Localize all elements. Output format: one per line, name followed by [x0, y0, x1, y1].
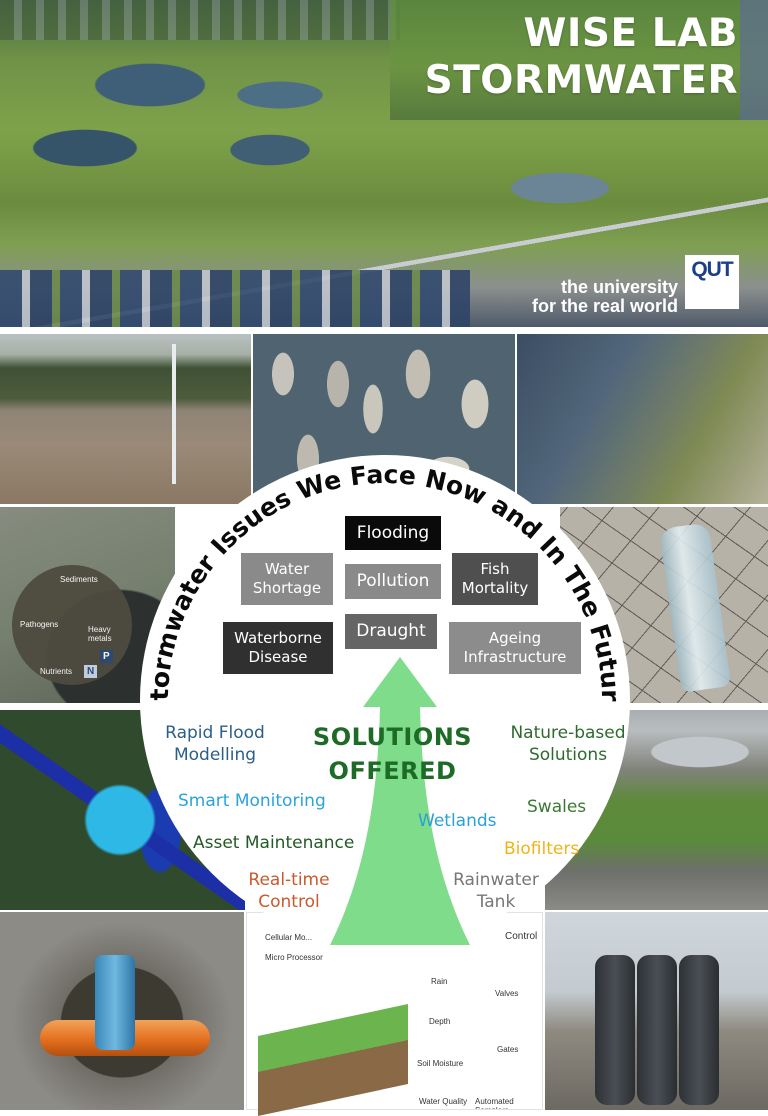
rainwater-tank	[637, 955, 677, 1105]
issue-flooding: Flooding	[345, 516, 441, 550]
rainwater-tank	[679, 955, 719, 1105]
diag-label-soil-moisture: Soil Moisture	[417, 1059, 464, 1068]
upward-arrow-icon	[330, 657, 470, 945]
diag-label-valves: Valves	[495, 989, 519, 998]
solution-real-time-control: Real-time Control	[240, 869, 338, 913]
solution-line2: Modelling	[173, 745, 257, 765]
treeline-strip	[0, 0, 400, 40]
solution-line2: Tank	[476, 892, 516, 912]
blue-valve-actuator	[95, 955, 135, 1050]
diag-label-gates: Gates	[497, 1045, 519, 1054]
solution-nature-based: Nature-based Solutions	[503, 722, 633, 766]
solutions-title-line2: OFFERED	[328, 757, 457, 785]
issue-pollution: Pollution	[345, 564, 441, 599]
solution-line1: Rapid Flood	[165, 723, 265, 743]
pollutants-inset-circle: Sediments Pathogens Heavy metals Nutrien…	[12, 565, 132, 685]
tagline-line2: for the real world	[531, 296, 678, 316]
solution-rapid-flood-modelling: Rapid Flood Modelling	[150, 722, 280, 766]
solution-line1: Nature-based	[510, 723, 626, 743]
issue-label-line1: Waterborne	[234, 629, 322, 647]
solution-line2: Solutions	[528, 745, 608, 765]
field-overlay	[390, 0, 768, 120]
solution-swales: Swales	[527, 797, 587, 817]
label-heavy-metals: Heavy metals	[88, 625, 112, 643]
diag-label-automated-samplers: Automated Samplers	[475, 1097, 514, 1109]
suburb-houses-strip	[0, 270, 470, 327]
solution-line1: Rainwater	[453, 870, 539, 890]
solutions-title-line1: SOLUTIONS	[312, 723, 473, 751]
issue-draught: Draught	[345, 614, 437, 649]
label-sediments: Sediments	[60, 575, 98, 584]
diag-label-depth: Depth	[429, 1017, 451, 1026]
issue-label-line2: Infrastructure	[463, 648, 567, 666]
diag-label-cellular: Cellular Mo...	[265, 933, 313, 942]
solution-asset-maintenance: Asset Maintenance	[193, 833, 355, 853]
solution-rainwater-tank: Rainwater Tank	[440, 869, 552, 913]
light-pole	[172, 344, 176, 484]
solutions-title: SOLUTIONS OFFERED	[300, 720, 485, 788]
solution-smart-monitoring: Smart Monitoring	[178, 791, 326, 811]
solution-wetlands: Wetlands	[418, 811, 497, 831]
qut-logo-text: QUT	[691, 258, 733, 281]
label-pathogens: Pathogens	[20, 620, 59, 629]
rainwater-tank	[595, 955, 635, 1105]
solution-line2: Control	[258, 892, 320, 912]
issue-label-line2: Disease	[248, 648, 308, 666]
issue-label-line2: Mortality	[461, 579, 529, 597]
edge-tint	[740, 0, 768, 120]
swimmers-in-river-photo	[517, 334, 768, 504]
diag-label-rain: Rain	[431, 977, 448, 986]
flooded-park-photo	[0, 334, 251, 504]
phosphorus-element-icon: P	[100, 650, 113, 663]
university-tagline: the university for the real world	[532, 278, 678, 316]
hero-aerial-wetland-photo: WISE LAB STORMWATER the university for t…	[0, 0, 768, 327]
solution-line1: Real-time	[248, 870, 330, 890]
issue-label-line2: Shortage	[252, 579, 322, 597]
diag-label-control: Control	[505, 931, 538, 942]
issue-label-line1: Fish	[480, 560, 510, 578]
qut-logo: QUT	[685, 255, 739, 309]
nitrogen-element-icon: N	[84, 665, 98, 678]
issue-label-line1: Water	[264, 560, 310, 578]
tagline-line1: the university	[560, 277, 678, 297]
diag-label-microprocessor: Micro Processor	[265, 953, 323, 962]
issue-label-line1: Ageing	[488, 629, 542, 647]
label-nutrients: Nutrients	[40, 667, 73, 676]
page-title-line2: STORMWATER	[424, 58, 738, 103]
solution-biofilters: Biofilters	[504, 839, 580, 859]
diag-label-water-quality: Water Quality	[419, 1097, 468, 1106]
page-title-line1: WISE LAB	[523, 11, 738, 56]
